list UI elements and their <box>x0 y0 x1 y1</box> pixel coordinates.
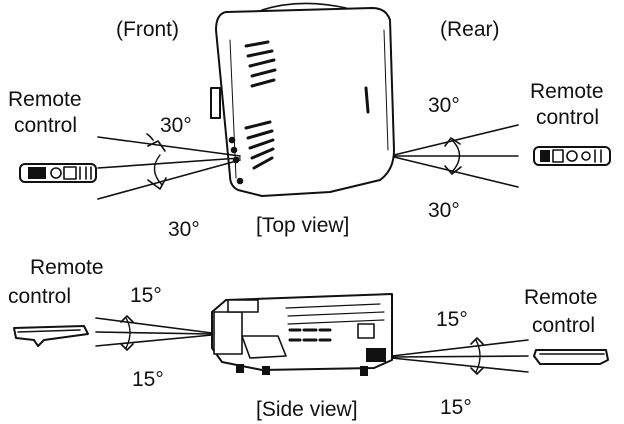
side-rear-beams <box>391 337 529 375</box>
remote-label-side-right-line1: Remote <box>524 286 598 309</box>
angle-side-front-lower: 15° <box>132 368 164 391</box>
projector-side-icon <box>211 293 393 376</box>
angle-side-front-upper: 15° <box>130 284 162 307</box>
angle-top-front-upper: 30° <box>160 114 192 137</box>
remote-label-side-right-line2: control <box>532 314 596 337</box>
remote-label-top-left-line1: Remote <box>8 88 82 111</box>
remote-label-top-left-line2: control <box>14 114 78 137</box>
projector-top-icon <box>210 2 395 197</box>
angle-top-front-lower: 30° <box>168 218 200 241</box>
remote-label-side-left-line2: control <box>8 285 72 308</box>
remote-control-icon <box>19 163 97 183</box>
angle-top-rear-upper: 30° <box>428 94 460 117</box>
top-rear-beams <box>393 124 519 188</box>
front-label: (Front) <box>116 18 179 41</box>
side-view-caption: [Side view] <box>256 398 358 421</box>
remote-control-icon <box>533 349 609 365</box>
remote-label-top-right-line2: control <box>536 106 600 129</box>
remote-label-top-right-line1: Remote <box>530 80 604 103</box>
side-front-beams <box>95 315 213 351</box>
remote-label-side-left-line1: Remote <box>30 256 104 279</box>
angle-top-rear-lower: 30° <box>428 199 460 222</box>
remote-control-icon <box>13 325 89 347</box>
rear-label: (Rear) <box>440 18 500 41</box>
remote-control-icon <box>533 146 611 166</box>
top-front-beams <box>97 133 241 200</box>
angle-side-rear-upper: 15° <box>436 308 468 331</box>
angle-side-rear-lower: 15° <box>440 396 472 419</box>
top-view-caption: [Top view] <box>256 214 350 237</box>
